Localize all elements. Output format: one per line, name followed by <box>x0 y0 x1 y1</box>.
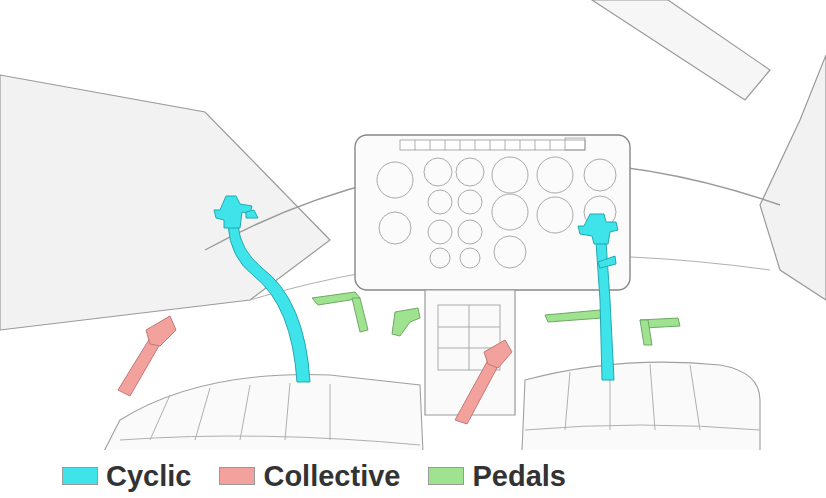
legend-swatch <box>428 467 464 485</box>
legend-label: Collective <box>263 460 400 493</box>
cockpit-illustration <box>0 0 826 450</box>
legend: Cyclic Collective Pedals <box>62 458 594 494</box>
legend-label: Cyclic <box>106 460 191 493</box>
legend-swatch <box>62 467 98 485</box>
legend-label: Pedals <box>472 460 566 493</box>
legend-item: Collective <box>219 460 400 493</box>
legend-swatch <box>219 467 255 485</box>
legend-item: Cyclic <box>62 460 191 493</box>
legend-item: Pedals <box>428 460 566 493</box>
